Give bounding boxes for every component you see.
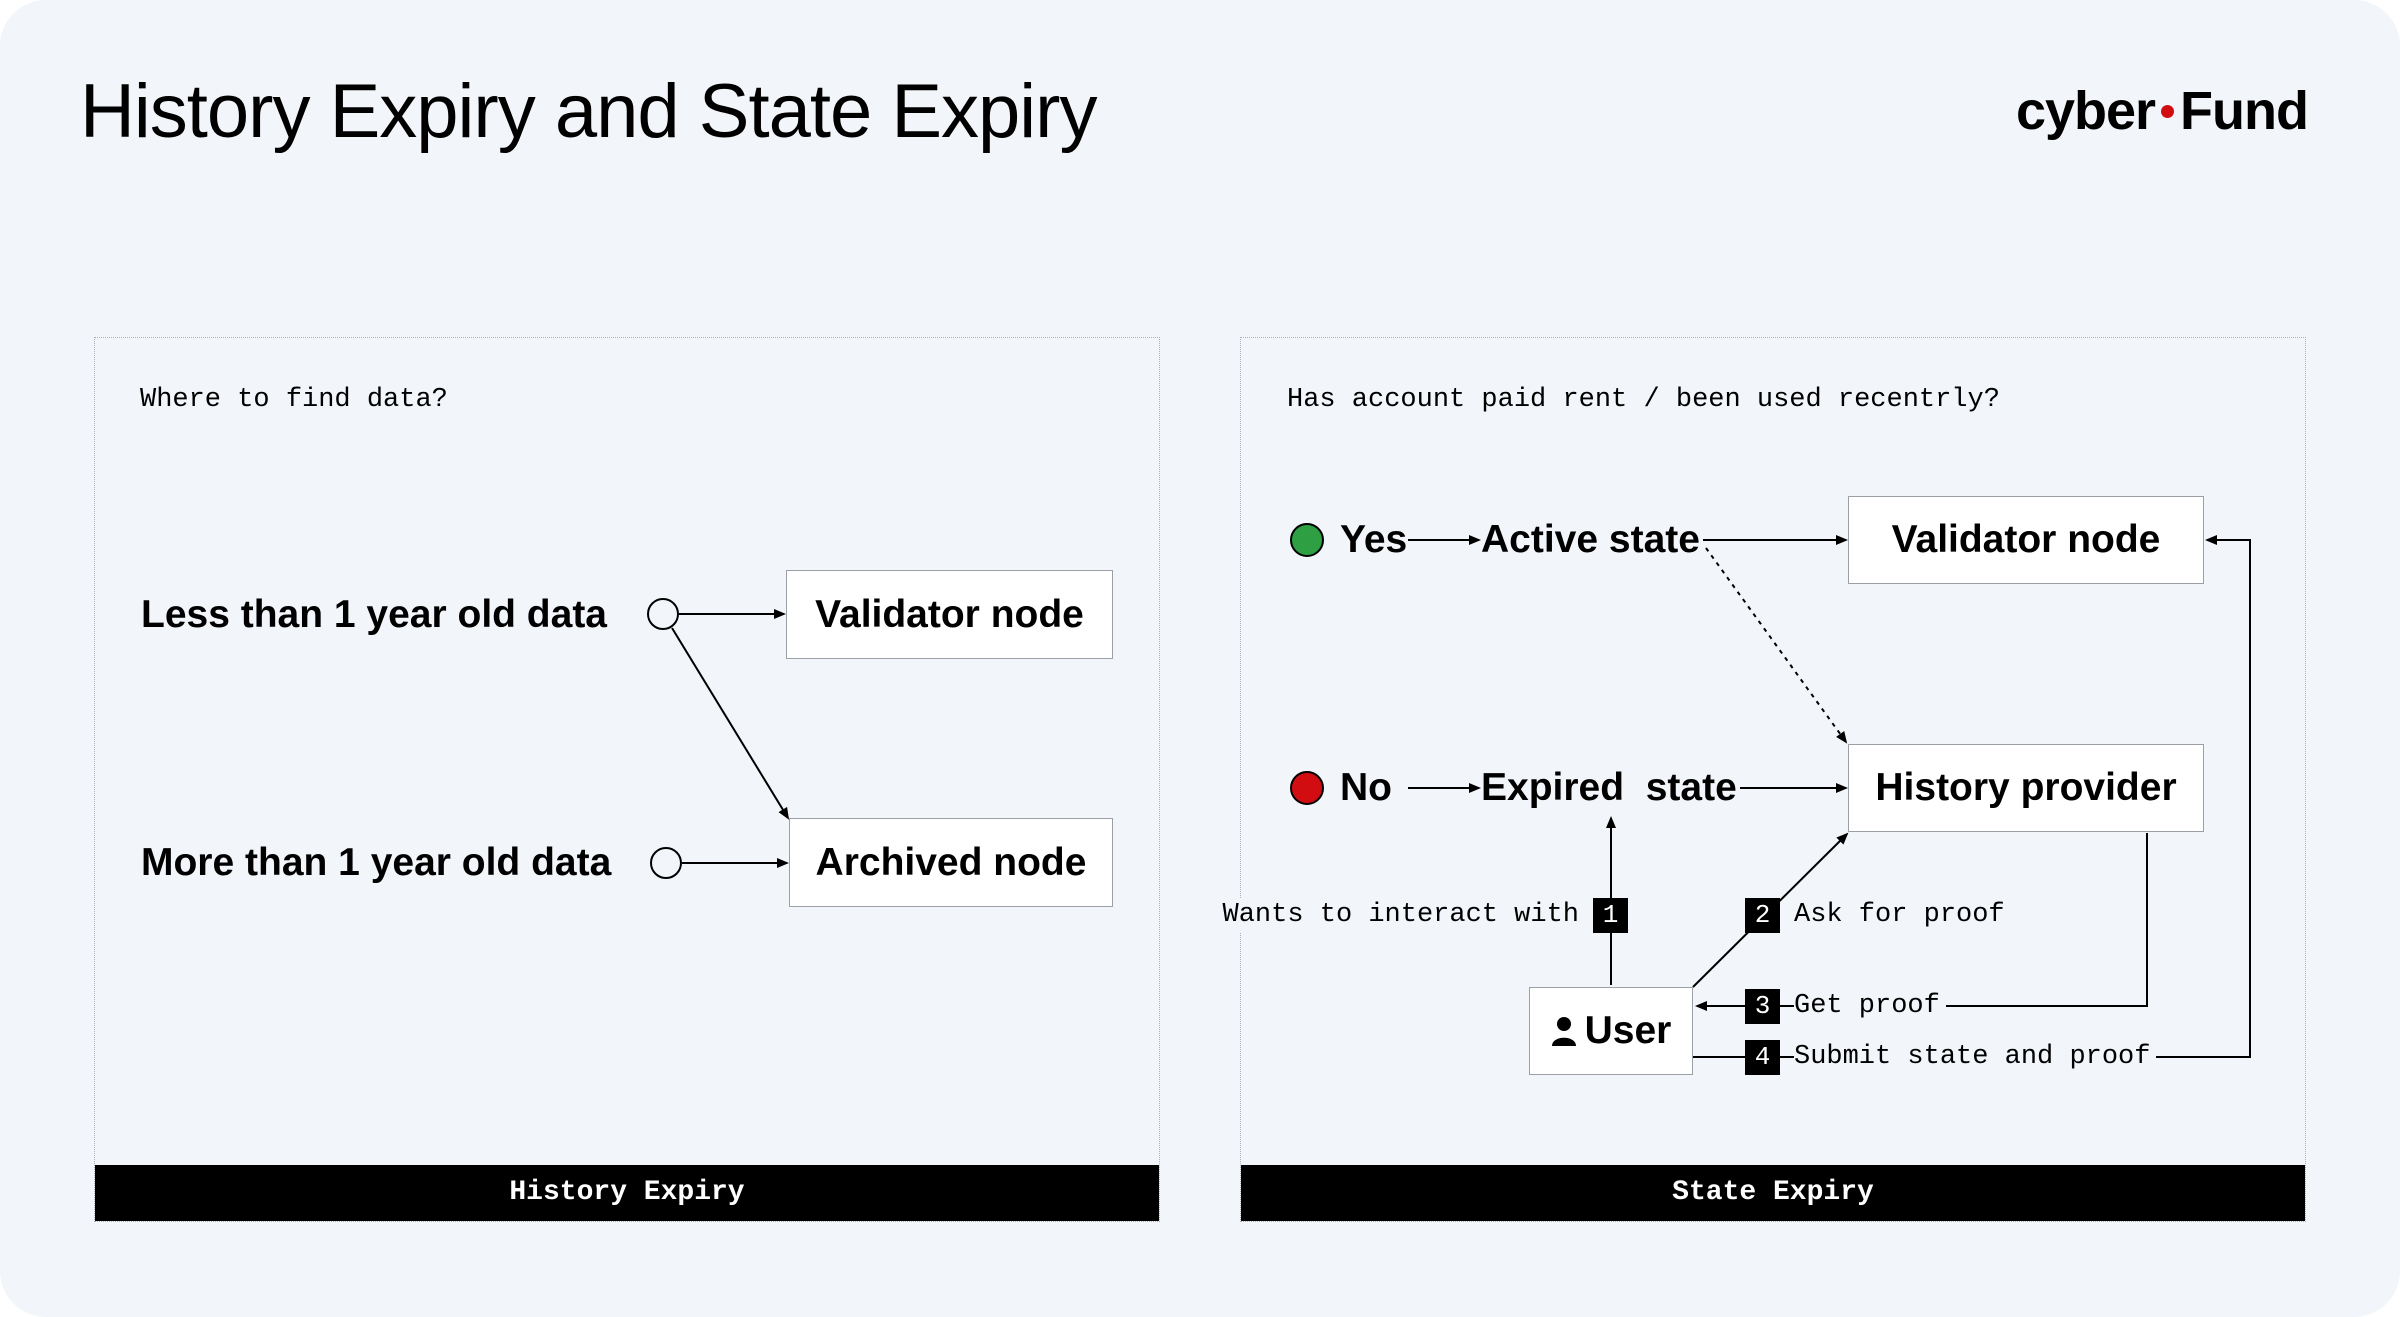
row-label-recent-data: Less than 1 year old data	[141, 593, 608, 636]
step2-label-overlay: Ask for proof	[1794, 898, 2005, 932]
validator-node-box-history: Validator node	[786, 570, 1113, 659]
step3-badge-overlay: 3	[1745, 989, 1780, 1024]
user-icon	[1551, 1017, 1576, 1046]
expired-state-label: Expired state	[1481, 766, 1737, 809]
user-box: User	[1529, 987, 1693, 1075]
brand-logo: cyber Fund	[2015, 80, 2309, 142]
logo-text-right: Fund	[2180, 81, 2309, 141]
active-state-label: Active state	[1481, 518, 1700, 561]
step4-badge-overlay: 4	[1745, 1040, 1780, 1075]
step2-badge-overlay: 2	[1745, 898, 1780, 933]
step4-label-overlay: Submit state and proof	[1794, 1040, 2157, 1074]
logo-dot-icon	[2161, 105, 2175, 119]
yes-label: Yes	[1340, 518, 1408, 561]
history-expiry-footer: History Expiry	[95, 1165, 1159, 1221]
yes-status-icon	[1290, 523, 1324, 557]
row-label-old-data: More than 1 year old data	[141, 841, 612, 884]
no-label: No	[1340, 766, 1392, 809]
state-expiry-panel: State Expiry	[1240, 337, 2306, 1222]
state-question: Has account paid rent / been used recent…	[1287, 385, 2000, 415]
history-provider-box: History provider	[1848, 744, 2204, 832]
dotted-active-to-history	[1705, 547, 1848, 744]
arrow-recent-to-archived	[671, 627, 790, 820]
step3-label-overlay: Get proof	[1794, 989, 1946, 1023]
logo-text-left: cyber	[2015, 81, 2156, 141]
validator-node-box-state: Validator node	[1848, 496, 2204, 584]
page-title: History Expiry and State Expiry	[80, 69, 1097, 154]
no-status-icon	[1290, 771, 1324, 805]
source-node-old-icon	[650, 847, 682, 879]
source-node-recent-icon	[647, 598, 679, 630]
arrow-submit-proof	[1693, 535, 2251, 1058]
history-expiry-panel: History Expiry	[94, 337, 1160, 1222]
step1-badge-overlay: 1	[1593, 898, 1628, 933]
step1-label-overlay: Wants to interact with	[1218, 898, 1579, 932]
state-expiry-footer: State Expiry	[1241, 1165, 2305, 1221]
user-label: User	[1584, 1009, 1672, 1052]
history-question: Where to find data?	[140, 385, 448, 415]
archived-node-box: Archived node	[789, 818, 1113, 907]
